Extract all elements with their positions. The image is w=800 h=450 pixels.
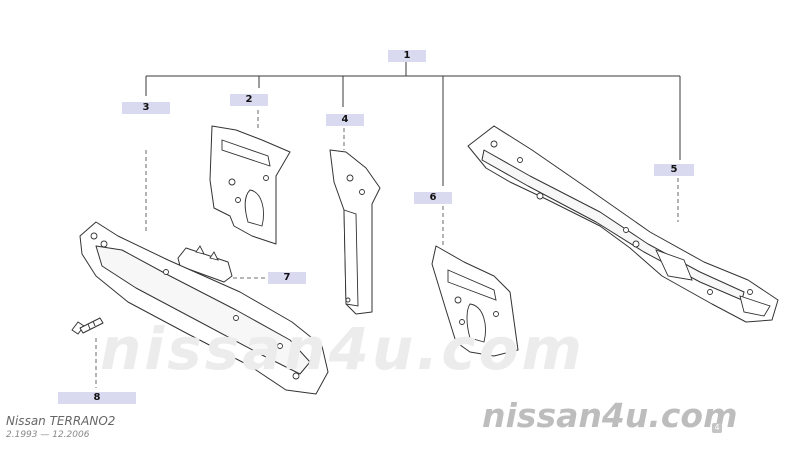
part-6-bracket [431, 245, 519, 357]
callout-6: 6 [414, 192, 452, 204]
watermark-bottom: nissan4u.com [482, 396, 738, 435]
watermark-center: nissan4u.com [100, 315, 585, 383]
part-3-cross-member [79, 221, 329, 395]
years-caption: 2.1993 — 12.2006 [6, 430, 90, 440]
callout-3: 3 [122, 102, 170, 114]
callout-4: 4 [326, 114, 364, 126]
watermark-badge-icon: 4 [712, 423, 722, 433]
part-5-side-member [467, 125, 779, 323]
part-8-bolt [71, 317, 104, 335]
part-4-strut [329, 149, 381, 315]
leader-lines [95, 62, 681, 388]
model-caption: Nissan TERRANO2 [6, 414, 116, 428]
part-2-bracket [209, 125, 291, 245]
callout-2: 2 [230, 94, 268, 106]
callout-7: 7 [268, 272, 306, 284]
callout-5: 5 [654, 164, 694, 176]
callout-1: 1 [388, 50, 426, 62]
callout-8: 8 [58, 392, 136, 404]
